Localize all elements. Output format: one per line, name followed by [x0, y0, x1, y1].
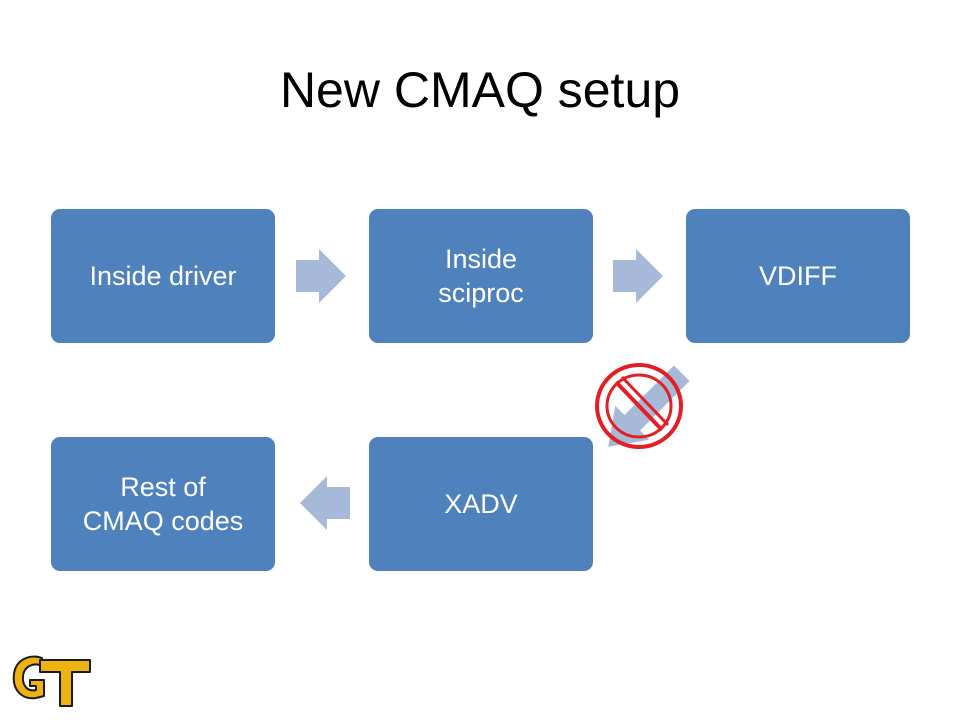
step-box-rest-of-cmaq: Rest of CMAQ codes	[51, 437, 275, 571]
arrow-left-icon	[300, 476, 350, 530]
step-box-inside-driver: Inside driver	[51, 209, 275, 343]
prohibited-icon	[595, 363, 683, 449]
arrow-right-icon	[296, 249, 346, 303]
step-box-xadv: XADV	[369, 437, 593, 571]
step-box-inside-sciproc: Inside sciproc	[369, 209, 593, 343]
slide-title: New CMAQ setup	[279, 62, 681, 118]
arrow-right-icon	[613, 249, 663, 303]
gt-logo	[12, 655, 91, 707]
step-box-vdiff: VDIFF	[686, 209, 910, 343]
